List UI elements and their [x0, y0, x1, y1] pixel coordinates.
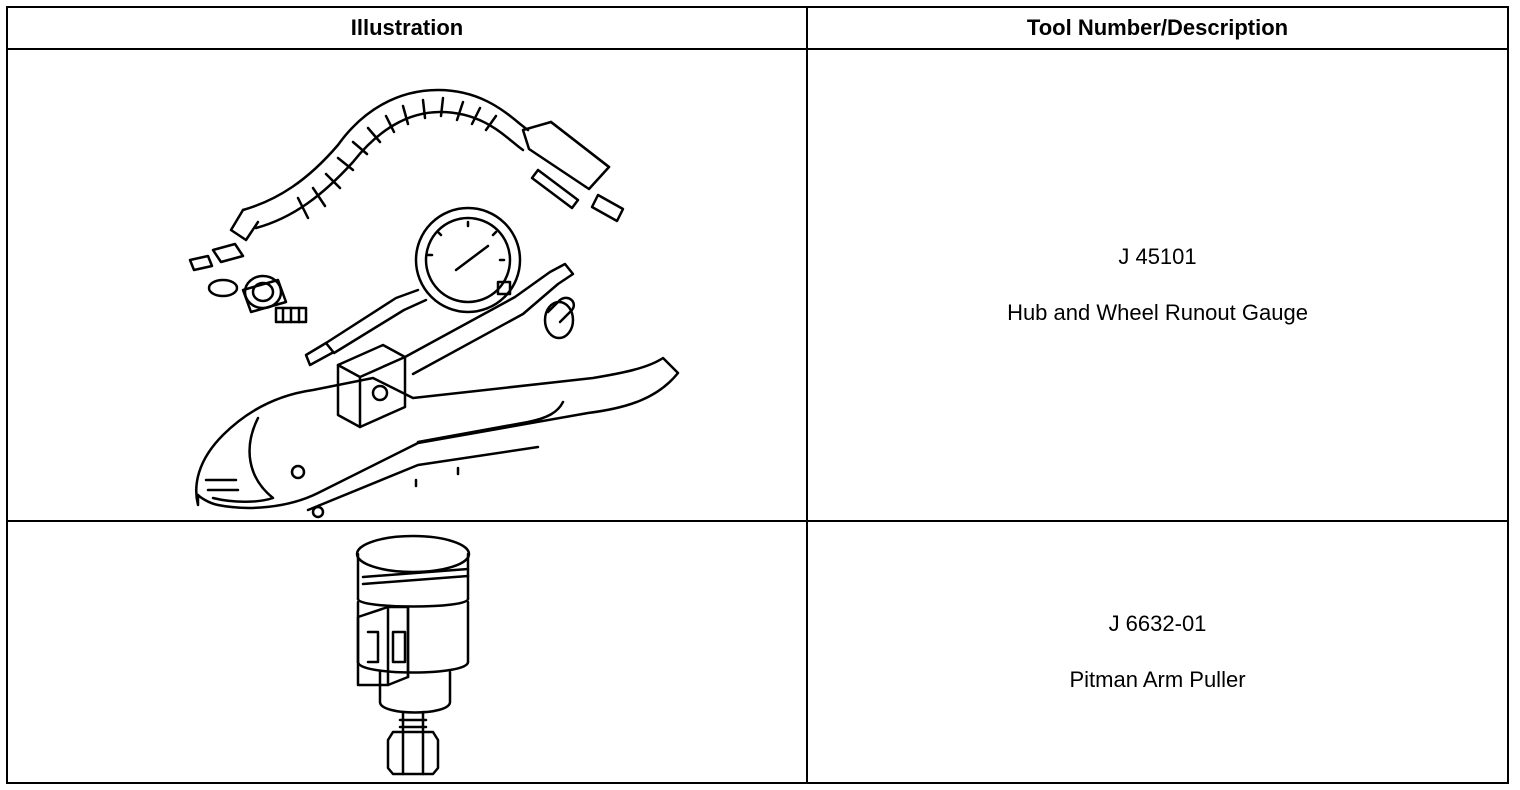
header-tool-number-description: Tool Number/Description — [806, 6, 1509, 50]
tool-number: J 6632-01 — [1108, 611, 1207, 636]
special-tools-table: Illustration Tool Number/Description — [6, 6, 1509, 784]
illustration-cell — [6, 48, 808, 522]
table-row: J 6632-01 Pitman Arm Puller — [6, 520, 1509, 784]
table-row: J 45101 Hub and Wheel Runout Gauge — [6, 48, 1509, 522]
header-illustration: Illustration — [6, 6, 808, 50]
pitman-arm-puller-icon — [8, 522, 808, 782]
description-cell: J 6632-01 Pitman Arm Puller — [806, 520, 1509, 784]
table-header-row: Illustration Tool Number/Description — [6, 6, 1509, 50]
tool-description: Pitman Arm Puller — [1069, 667, 1246, 692]
description-cell: J 45101 Hub and Wheel Runout Gauge — [806, 48, 1509, 522]
hub-wheel-runout-gauge-icon — [8, 50, 808, 520]
tool-description: Hub and Wheel Runout Gauge — [1007, 300, 1308, 325]
illustration-cell — [6, 520, 808, 784]
tool-number: J 45101 — [1118, 244, 1197, 269]
